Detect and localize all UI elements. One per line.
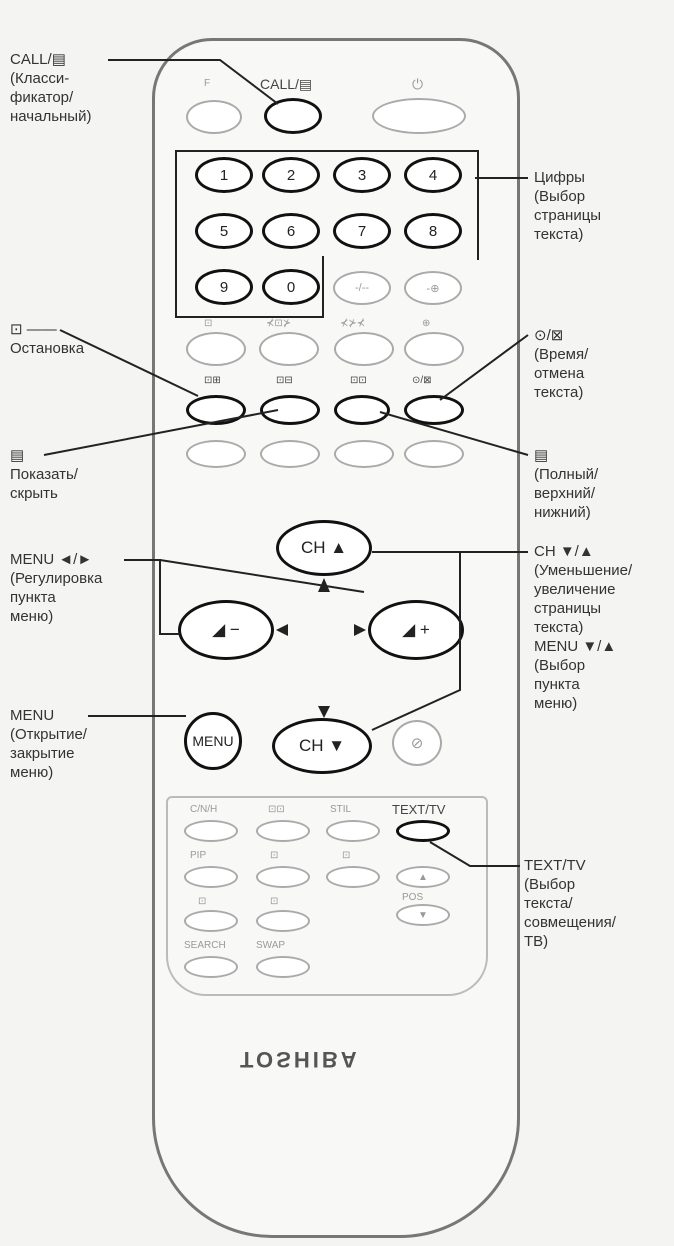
lower-button-8[interactable] bbox=[184, 910, 238, 932]
pos-down-button[interactable]: ▼ bbox=[396, 904, 450, 926]
hold-callout: ⊡ ——Остановка bbox=[10, 321, 85, 357]
call-button[interactable] bbox=[264, 98, 322, 134]
lower-tag-7: ⊡ bbox=[342, 850, 351, 861]
color-button-yellow[interactable] bbox=[334, 440, 394, 468]
reveal-tag: ⊡⊟ bbox=[276, 375, 293, 386]
vol-plus-button[interactable]: ◢ + bbox=[368, 600, 464, 660]
digit-group-frame-top bbox=[175, 150, 479, 260]
faint-row2-button-4[interactable] bbox=[404, 332, 464, 366]
digit-2-button[interactable]: 2 bbox=[262, 157, 320, 193]
reveal-callout: ▤Показать/скрыть bbox=[10, 447, 78, 502]
digit-3-button[interactable]: 3 bbox=[333, 157, 391, 193]
faint-tag-3: ⊀⊁⊀ bbox=[340, 318, 366, 329]
faint-row2-button-3[interactable] bbox=[334, 332, 394, 366]
lower-button-6[interactable] bbox=[256, 866, 310, 888]
ch-down-button[interactable]: CH ▼ bbox=[272, 718, 372, 774]
reveal-button[interactable] bbox=[260, 395, 320, 425]
power-icon: ⏻ bbox=[412, 76, 424, 92]
lower-tag-swap: SWAP bbox=[256, 940, 286, 951]
hold-tag: ⊡⊞ bbox=[204, 375, 221, 386]
mute-button[interactable]: ⊘ bbox=[392, 720, 442, 766]
digit-5-button[interactable]: 5 bbox=[195, 213, 253, 249]
lower-button-9[interactable] bbox=[256, 910, 310, 932]
menu-button[interactable]: MENU bbox=[184, 712, 242, 770]
lower-tag-2: ⊡⊡ bbox=[268, 804, 285, 815]
vol-minus-button[interactable]: ◢ − bbox=[178, 600, 274, 660]
time-button[interactable] bbox=[404, 395, 464, 425]
call-callout: CALL/▤(Класси-фикатор/начальный) bbox=[10, 51, 92, 125]
faint-tag-2: ⊀⊡⊁ bbox=[266, 318, 292, 329]
lower-tag-text-tv: TEXT/TV bbox=[392, 802, 446, 817]
pip-button[interactable] bbox=[184, 866, 238, 888]
digit-8-button[interactable]: 8 bbox=[404, 213, 462, 249]
size-callout: ▤(Полный/верхний/нижний) bbox=[534, 447, 599, 521]
brand-logo: TOSHIBA bbox=[240, 1047, 360, 1072]
lower-tag-cnh: C/N/H bbox=[190, 804, 218, 815]
digit-group-frame-bottom bbox=[175, 256, 324, 318]
size-button[interactable] bbox=[334, 395, 390, 425]
stil-button[interactable] bbox=[326, 820, 380, 842]
ch-up-button[interactable]: CH ▲ bbox=[276, 520, 372, 576]
lower-tag-6: ⊡ bbox=[270, 850, 279, 861]
digit-6-button[interactable]: 6 bbox=[262, 213, 320, 249]
color-button-blue[interactable] bbox=[404, 440, 464, 468]
cnh-button[interactable] bbox=[184, 820, 238, 842]
f-label: F bbox=[204, 78, 211, 89]
lower-button-7[interactable] bbox=[326, 866, 380, 888]
swap-button[interactable] bbox=[256, 956, 310, 978]
color-button-green[interactable] bbox=[260, 440, 320, 468]
faint-tag-4: ⊕ bbox=[422, 318, 431, 329]
faint-row2-button-1[interactable] bbox=[186, 332, 246, 366]
search-button[interactable] bbox=[184, 956, 238, 978]
lower-tag-9: ⊡ bbox=[270, 896, 279, 907]
power-button[interactable] bbox=[372, 98, 466, 134]
lower-tag-stil: STIL bbox=[330, 804, 352, 815]
lower-tag-pos: POS bbox=[402, 892, 424, 903]
pos-up-button[interactable]: ▲ bbox=[396, 866, 450, 888]
digit-1-button[interactable]: 1 bbox=[195, 157, 253, 193]
lower-button-2[interactable] bbox=[256, 820, 310, 842]
lower-button-panel bbox=[166, 796, 488, 996]
digit-0-button[interactable]: 0 bbox=[262, 269, 320, 305]
lower-tag-pip: PIP bbox=[190, 850, 207, 861]
faint-row2-button-2[interactable] bbox=[259, 332, 319, 366]
hold-button[interactable] bbox=[186, 395, 246, 425]
text-tv-button[interactable] bbox=[396, 820, 450, 842]
f-button[interactable] bbox=[186, 100, 242, 134]
lower-tag-search: SEARCH bbox=[184, 940, 226, 951]
digit-4-button[interactable]: 4 bbox=[404, 157, 462, 193]
dash-button[interactable]: -/-- bbox=[333, 271, 391, 305]
color-button-red[interactable] bbox=[186, 440, 246, 468]
digit-7-button[interactable]: 7 bbox=[333, 213, 391, 249]
call-label: CALL/▤ bbox=[260, 76, 313, 92]
digit-9-button[interactable]: 9 bbox=[195, 269, 253, 305]
faint-tag-1: ⊡ bbox=[204, 318, 213, 329]
size-tag: ⊡⊡ bbox=[350, 375, 367, 386]
lower-tag-8: ⊡ bbox=[198, 896, 207, 907]
extra-button[interactable]: -⊕ bbox=[404, 271, 462, 305]
time-tag: ⊙/⊠ bbox=[412, 375, 432, 386]
